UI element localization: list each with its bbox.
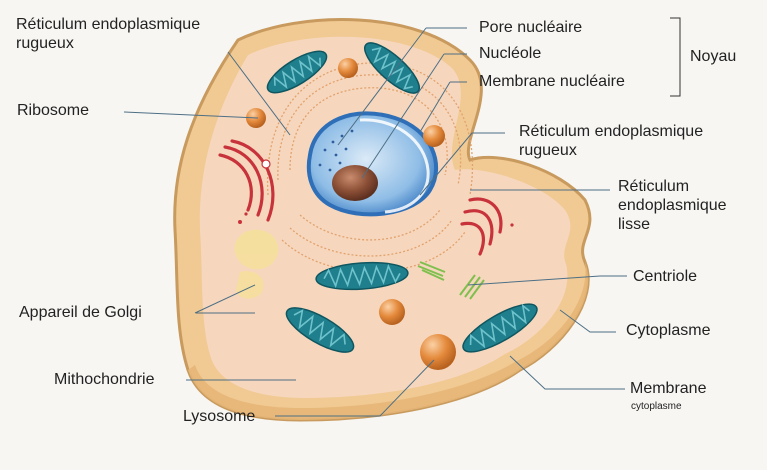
label-rer-left: Réticulum endoplasmique rugueux bbox=[16, 16, 201, 52]
label-membrane-sub: cytoplasme bbox=[631, 401, 682, 412]
label-ribosome: Ribosome bbox=[17, 102, 90, 119]
noyau-bracket bbox=[670, 17, 681, 97]
label-lysosome: Lysosome bbox=[183, 408, 256, 425]
nuclear-pores bbox=[318, 129, 354, 172]
rer-stacks bbox=[218, 139, 503, 256]
label-nucleole: Nucléole bbox=[479, 45, 542, 62]
label-rer-right: Réticulum endoplasmique rugueux bbox=[519, 123, 704, 159]
label-golgi: Appareil de Golgi bbox=[19, 304, 142, 321]
leader-lines bbox=[123, 27, 627, 417]
label-cytoplasme: Cytoplasme bbox=[626, 322, 711, 339]
lysosomes bbox=[246, 58, 456, 370]
label-centriole: Centriole bbox=[633, 268, 698, 285]
ribosome-free bbox=[261, 159, 271, 169]
centriole bbox=[417, 261, 485, 300]
label-rel: Réticulum endoplasmique lisse bbox=[618, 178, 727, 233]
label-pore: Pore nucléaire bbox=[479, 19, 583, 36]
nuclear-membrane-cut bbox=[359, 118, 430, 214]
membrane-band bbox=[188, 262, 589, 420]
label-membrane-nucleaire: Membrane nucléaire bbox=[479, 73, 625, 90]
mitochondria bbox=[266, 42, 538, 353]
ribosome-dots bbox=[238, 212, 514, 227]
label-noyau: Noyau bbox=[690, 48, 737, 65]
nucleolus bbox=[332, 165, 378, 201]
golgi bbox=[234, 229, 279, 299]
label-mitochondrie: Mithochondrie bbox=[54, 371, 155, 388]
label-membrane: Membrane bbox=[630, 380, 707, 397]
nucleus bbox=[306, 111, 439, 217]
